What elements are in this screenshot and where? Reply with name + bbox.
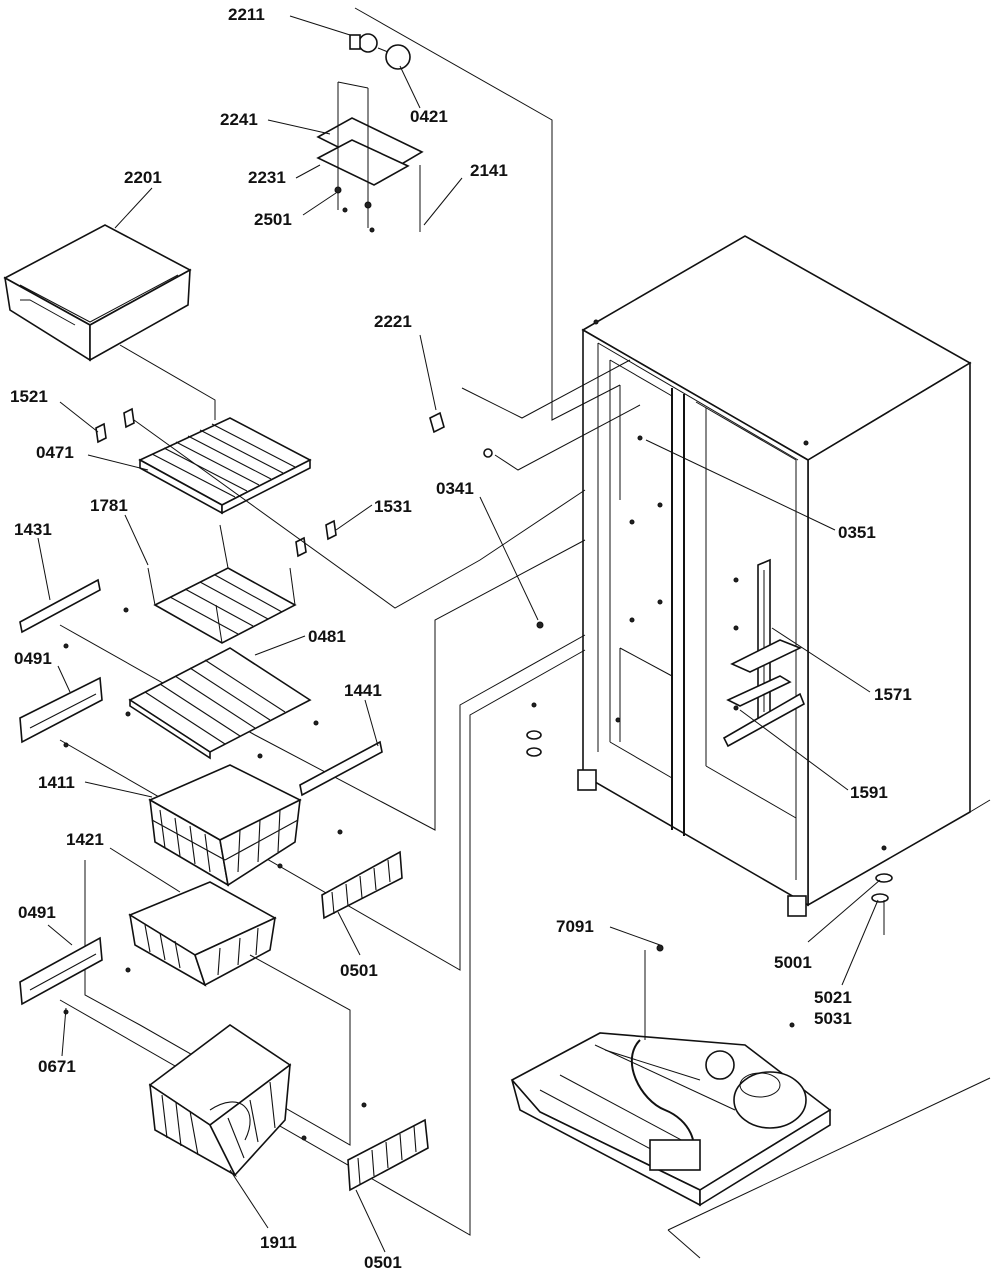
callout-5031: 5031 xyxy=(814,1009,852,1028)
callout-5001: 5001 xyxy=(774,953,812,972)
callout-labels: 2211 0421 2241 2231 2141 2501 2201 2221 … xyxy=(10,5,912,1272)
rail-0491-top xyxy=(19,676,131,748)
panel-0501-upper xyxy=(277,829,403,920)
callout-1531: 1531 xyxy=(374,497,412,516)
callout-leaders xyxy=(37,15,881,1253)
shelf-0471 xyxy=(138,417,312,515)
callout-0341: 0341 xyxy=(436,479,474,498)
shelf-ladder-1571 xyxy=(726,558,802,722)
callout-5021: 5021 xyxy=(814,988,852,1007)
callout-2141: 2141 xyxy=(470,161,508,180)
callout-1911: 1911 xyxy=(260,1233,297,1252)
callout-0501-upper: 0501 xyxy=(340,961,378,980)
basket-1421 xyxy=(128,881,277,987)
light-assembly xyxy=(316,33,424,233)
callout-1431: 1431 xyxy=(14,520,52,539)
callout-2211: 2211 xyxy=(228,5,265,24)
callout-0351: 0351 xyxy=(838,523,876,542)
callout-0491-top: 0491 xyxy=(14,649,52,668)
callout-1421: 1421 xyxy=(66,830,104,849)
machine-compartment xyxy=(510,1032,832,1207)
panel-0501-lower xyxy=(301,1102,429,1192)
shelf-0481 xyxy=(128,647,312,760)
callout-1591: 1591 xyxy=(850,783,888,802)
callout-0421: 0421 xyxy=(410,107,448,126)
basket-1781 xyxy=(147,524,297,644)
callout-1521: 1521 xyxy=(10,387,48,406)
part-2221 xyxy=(429,411,493,458)
callout-2221: 2221 xyxy=(374,312,412,331)
rail-1441 xyxy=(257,720,383,797)
callout-1411: 1411 xyxy=(38,773,75,792)
callout-0671: 0671 xyxy=(38,1057,76,1076)
rail-1591 xyxy=(722,692,806,748)
callout-2501: 2501 xyxy=(254,210,292,229)
callout-2201: 2201 xyxy=(124,168,162,187)
callout-0501-lower: 0501 xyxy=(364,1253,402,1272)
callout-1781: 1781 xyxy=(90,496,128,515)
basket-1411 xyxy=(148,764,302,887)
callout-7091: 7091 xyxy=(556,917,594,936)
basket-1911 xyxy=(148,1024,292,1177)
pan-2201 xyxy=(3,224,192,362)
callout-2231: 2231 xyxy=(248,168,286,187)
refrigerator-cabinet xyxy=(577,235,972,917)
rail-0491-bottom xyxy=(19,936,131,1015)
callout-0481: 0481 xyxy=(308,627,346,646)
callout-2241: 2241 xyxy=(220,110,258,129)
leveler-left xyxy=(526,702,542,757)
rail-1431 xyxy=(19,578,129,649)
callout-0471: 0471 xyxy=(36,443,74,462)
callout-0491-bottom: 0491 xyxy=(18,903,56,922)
callout-1441: 1441 xyxy=(344,681,382,700)
callout-1571: 1571 xyxy=(874,685,912,704)
